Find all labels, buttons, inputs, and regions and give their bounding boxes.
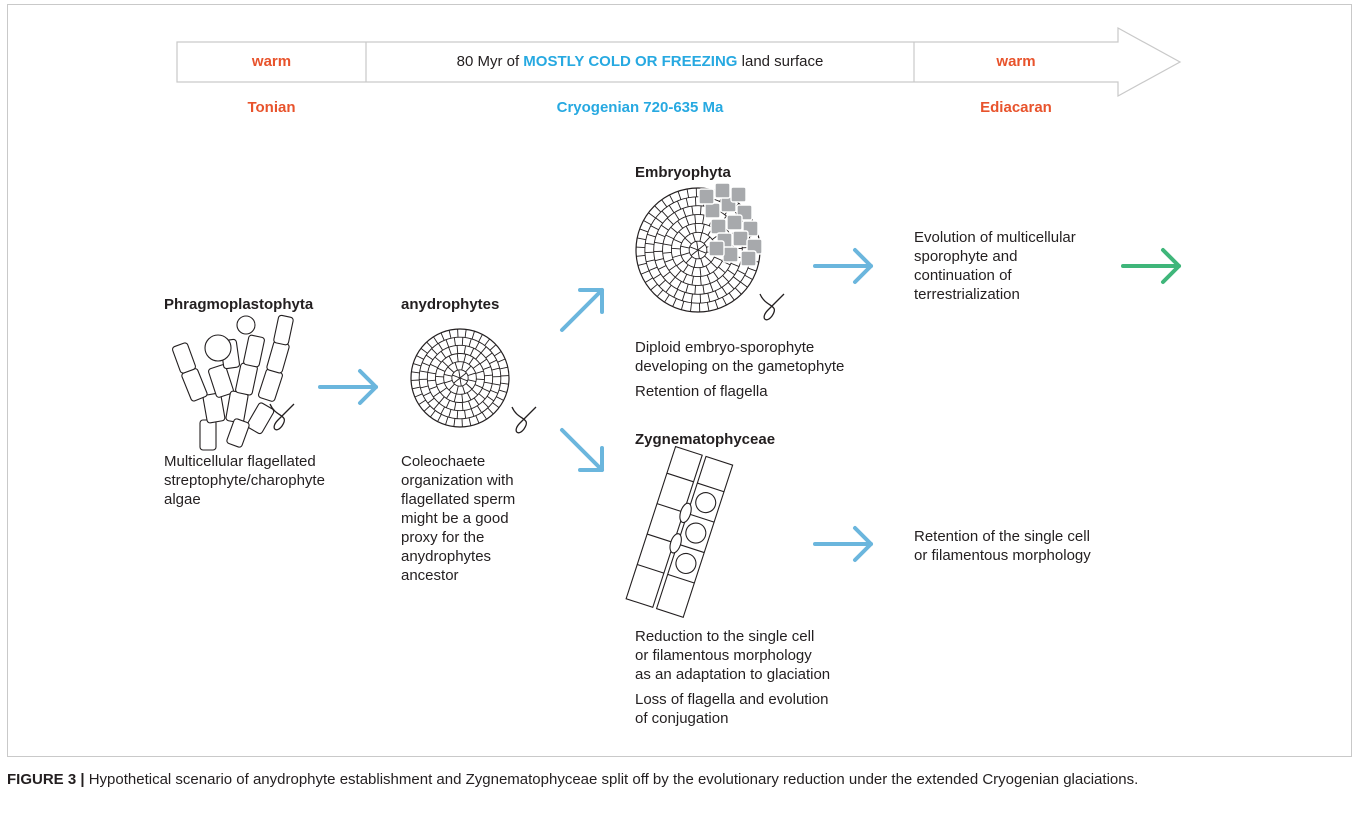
desc-line: anydrophytes [401, 548, 492, 565]
desc-line: continuation of [914, 267, 1012, 284]
timeline-warm-left: warm [251, 53, 292, 70]
timeline-arrow [176, 26, 1182, 98]
node-title-zygnematophyceae: Zygnematophyceae [635, 431, 776, 448]
desc-line: developing on the gametophyte [635, 358, 845, 375]
node-title-phragmoplastophyta: Phragmoplastophyta [164, 296, 314, 313]
node-title-anydrophytes: anydrophytes [401, 296, 500, 313]
desc-line: Reduction to the single cell [635, 628, 815, 645]
desc-line: Retention of the single cell [914, 528, 1090, 545]
sperm-flagella-icon [269, 403, 295, 431]
zygnematophyceae-filament-illustration [625, 445, 734, 618]
timeline-cold-highlight: MOSTLY COLD OR FREEZING [523, 53, 738, 70]
node-desc-zygnematophyceae: Reduction to the single cell or filament… [635, 627, 830, 728]
desc-line: or filamentous morphology [635, 647, 812, 664]
arrow-icon [813, 526, 873, 562]
desc-line: terrestrialization [914, 286, 1020, 303]
period-tonian: Tonian [247, 99, 296, 116]
timeline-cold-prefix: 80 Myr of [456, 53, 524, 70]
timeline-cold-suffix: land surface [737, 53, 824, 70]
desc-line: Diploid embryo-sporophyte [635, 339, 815, 356]
desc-line: proxy for the [401, 529, 485, 546]
period-ediacaran: Ediacaran [980, 99, 1052, 116]
desc-line: ancestor [401, 567, 459, 584]
figure-frame [7, 4, 1352, 757]
desc-line: of conjugation [635, 710, 729, 727]
desc-line: streptophyte/charophyte [164, 472, 325, 489]
desc-line: might be a good [401, 510, 509, 527]
outcome-embryophyta: Evolution of multicellular sporophyte an… [914, 228, 1076, 304]
arrow-icon [560, 428, 604, 472]
node-title-embryophyta: Embryophyta [635, 164, 731, 181]
arrow-icon [813, 248, 873, 284]
desc-line: Loss of flagella and evolution [635, 691, 829, 708]
period-cryogenian: Cryogenian 720-635 Ma [556, 99, 724, 116]
desc-line: Retention of flagella [635, 383, 768, 400]
diagram-graphics [171, 26, 1182, 618]
arrow-icon [1121, 248, 1181, 284]
coleochaete-disc-illustration [410, 328, 510, 428]
branched-alga-illustration [171, 314, 294, 451]
node-desc-phragmoplastophyta: Multicellular flagellated streptophyte/c… [164, 452, 325, 509]
timeline-warm-right: warm [996, 53, 1036, 70]
caption-text: Hypothetical scenario of anydrophyte est… [84, 771, 1139, 788]
desc-line: flagellated sperm [401, 491, 516, 508]
caption-label: FIGURE 3 | [7, 771, 85, 788]
desc-line: Evolution of multicellular [914, 229, 1076, 246]
desc-line: or filamentous morphology [914, 547, 1091, 564]
arrow-icon [560, 288, 604, 332]
node-desc-anydrophytes: Coleochaete organization with flagellate… [401, 452, 515, 585]
desc-line: organization with [401, 472, 514, 489]
desc-line: Coleochaete [401, 453, 486, 470]
outcome-zygnematophyceae: Retention of the single cell or filament… [914, 527, 1091, 565]
embryophyte-disc-illustration [635, 182, 763, 313]
sperm-flagella-icon [511, 406, 537, 434]
desc-line: Multicellular flagellated [164, 453, 316, 470]
sperm-flagella-icon [759, 293, 785, 321]
desc-line: algae [164, 491, 201, 508]
desc-line: as an adaptation to glaciation [635, 666, 831, 683]
desc-line: sporophyte and [914, 248, 1018, 265]
arrow-icon [318, 369, 378, 405]
node-desc-embryophyta: Diploid embryo-sporophyte developing on … [635, 338, 844, 401]
timeline-cold-segment: 80 Myr of MOSTLY COLD OR FREEZING land s… [366, 53, 914, 70]
figure-caption: FIGURE 3 | Hypothetical scenario of anyd… [7, 769, 1347, 791]
